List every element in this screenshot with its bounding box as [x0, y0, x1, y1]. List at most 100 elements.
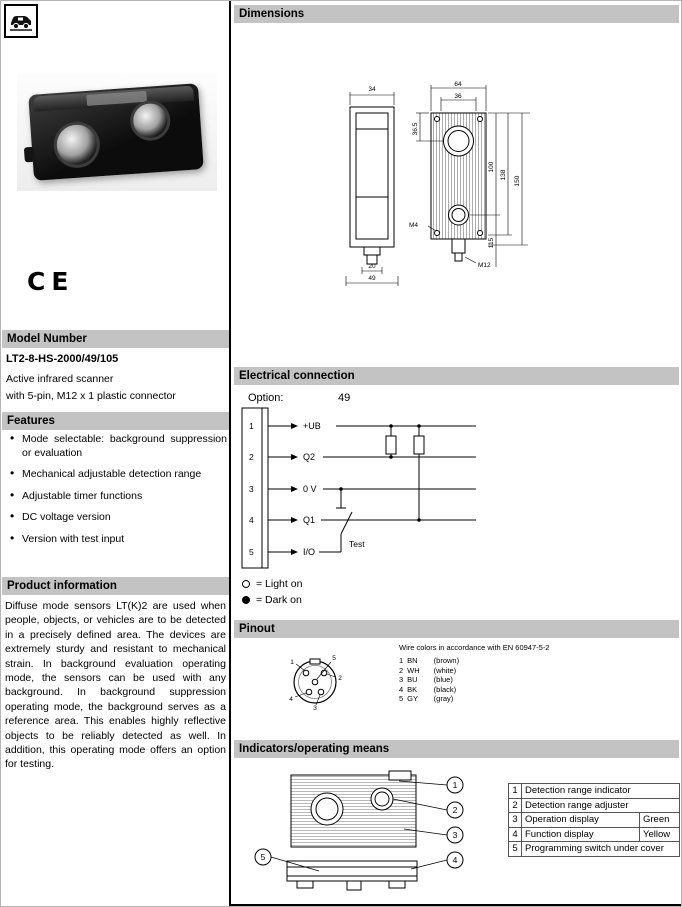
column-divider — [229, 1, 231, 906]
bottom-rule — [231, 904, 681, 906]
connector-pin-label-2: 2 — [338, 675, 342, 682]
model-description-line1: Active infrared scanner — [6, 373, 114, 385]
feature-item: Mechanical adjustable detection range — [9, 467, 227, 482]
terminal-pin-1: 1 — [249, 421, 254, 431]
dim-label-64: 64 — [454, 81, 462, 88]
option-label: Option: — [248, 392, 284, 404]
wire-color: (gray) — [433, 694, 454, 703]
feature-item: DC voltage version — [9, 510, 227, 525]
wire-code: BN — [407, 656, 418, 665]
car-icon — [9, 10, 33, 32]
dim-label-36: 36 — [454, 93, 462, 100]
features-list: Mode selectable: background suppression … — [9, 432, 227, 554]
product-information-header: Product information — [2, 577, 229, 595]
feature-item: Version with test input — [9, 532, 227, 547]
wire-pin: 2 — [399, 665, 404, 675]
table-row: 3 Operation display Green — [508, 812, 680, 828]
model-number-header: Model Number — [2, 330, 229, 348]
indicators-header: Indicators/operating means — [234, 740, 679, 758]
dim-label-138: 138 — [500, 169, 507, 180]
dim-label-34: 34 — [368, 86, 376, 93]
signal-label-q2: Q2 — [303, 452, 315, 462]
callout-1: 1 — [453, 780, 458, 790]
wire-color: (blue) — [433, 675, 453, 684]
wire-colors-note: Wire colors in accordance with EN 60947-… — [399, 643, 550, 652]
terminal-pin-3: 3 — [249, 484, 254, 494]
dim-label-20: 20 — [368, 263, 376, 270]
electrical-connection-header: Electrical connection — [234, 367, 679, 385]
dimensions-header: Dimensions — [234, 5, 679, 23]
wire-pin: 3 — [399, 675, 404, 684]
sensor-receiver-lens — [128, 99, 172, 142]
wire-row: 5 GY (gray) — [399, 694, 463, 704]
connector-pinout-drawing: 1 5 2 4 3 — [289, 655, 342, 711]
wiring-diagram: 1 2 3 4 5 +UB Q2 0 V Q1 I/O — [241, 407, 476, 569]
connector-pin-label-1: 1 — [290, 659, 294, 666]
table-row: 2 Detection range adjuster — [508, 797, 680, 813]
features-header: Features — [2, 412, 229, 430]
sensor-connector-knob — [23, 146, 35, 163]
wire-color: (black) — [433, 684, 457, 694]
dim-label-150: 150 — [514, 175, 521, 186]
wire-pin: 1 — [399, 656, 404, 665]
signal-label-io: I/O — [303, 547, 315, 557]
wire-color: (white) — [433, 665, 457, 675]
terminal-pin-2: 2 — [249, 452, 254, 462]
dim-label-m12: M12 — [478, 262, 491, 269]
light-on-icon — [242, 580, 250, 588]
model-number-value: LT2-8-HS-2000/49/105 — [6, 353, 119, 365]
callout-3: 3 — [453, 830, 458, 840]
wire-code: GY — [407, 694, 419, 703]
signal-label-ub: +UB — [303, 421, 321, 431]
vehicle-application-icon — [4, 4, 38, 38]
table-row: 5 Programming switch under cover — [508, 841, 680, 857]
signal-label-q1: Q1 — [303, 515, 315, 525]
pinout-header: Pinout — [234, 620, 679, 638]
callout-4: 4 — [453, 855, 458, 865]
wire-row: 3 BU (blue) — [399, 675, 463, 685]
dim-label-49: 49 — [368, 275, 376, 282]
indicators-drawing: 1 2 3 4 5 — [254, 770, 464, 891]
wire-color-table: 1 BN (brown) 2 WH (white) 3 BU (blue) 4 … — [399, 656, 463, 704]
wire-code: WH — [407, 665, 420, 675]
legend-light-on: = Light on — [242, 578, 302, 590]
row-label: Function display — [521, 826, 640, 842]
row-label: Programming switch under cover — [521, 841, 680, 857]
model-description-line2: with 5-pin, M12 x 1 plastic connector — [6, 390, 176, 402]
wire-code: BK — [407, 684, 418, 694]
table-row: 1 Detection range indicator — [508, 783, 680, 799]
wire-pin: 4 — [399, 684, 404, 694]
dim-label-115: 115 — [488, 237, 495, 248]
row-number: 4 — [508, 826, 522, 842]
row-number: 5 — [508, 841, 522, 857]
product-information-text: Diffuse mode sensors LT(K)2 are used whe… — [5, 600, 226, 771]
feature-item: Adjustable timer functions — [9, 489, 227, 504]
wire-row: 4 BK (black) — [399, 685, 463, 695]
dim-label-m4: M4 — [409, 222, 418, 229]
sensor-housing — [23, 83, 204, 181]
table-row: 4 Function display Yellow — [508, 826, 680, 842]
legend-dark-on: = Dark on — [242, 594, 302, 606]
connector-pin-label-3: 3 — [313, 705, 317, 711]
legend-dark-on-label: = Dark on — [256, 594, 302, 606]
test-label: Test — [349, 539, 365, 549]
terminal-pin-4: 4 — [249, 515, 254, 525]
legend-light-on-label: = Light on — [256, 578, 303, 590]
wire-pin: 5 — [399, 694, 404, 703]
row-label: Detection range indicator — [521, 783, 680, 799]
row-label: Detection range adjuster — [521, 797, 680, 813]
ce-mark: CE — [27, 267, 75, 296]
dimensions-drawing: 34 20 49 — [345, 81, 530, 286]
dark-on-icon — [242, 596, 250, 604]
sensor-emitter-lens — [52, 120, 102, 170]
row-label: Operation display — [521, 812, 640, 828]
row-number: 3 — [508, 812, 522, 828]
feature-item: Mode selectable: background suppression … — [9, 432, 227, 460]
dim-label-100: 100 — [488, 161, 495, 172]
dim-label-36-5: 36.5 — [412, 122, 419, 135]
wire-color: (brown) — [433, 656, 460, 665]
row-number: 1 — [508, 783, 522, 799]
row-value: Yellow — [639, 826, 680, 842]
connector-pin-label-4: 4 — [289, 696, 293, 703]
wire-code: BU — [407, 675, 418, 684]
